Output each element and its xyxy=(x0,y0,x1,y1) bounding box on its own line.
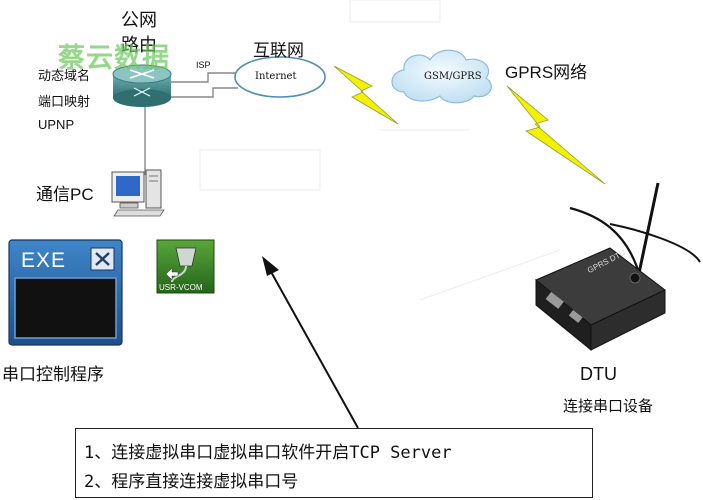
pc-icon xyxy=(111,169,165,217)
router-to-internet-line-2 xyxy=(170,87,238,98)
router-to-internet-line-1 xyxy=(170,72,236,83)
router-feature-upnp: UPNP xyxy=(38,117,75,132)
gprs-title: GPRS网络 xyxy=(505,63,588,82)
gsm-cloud-icon xyxy=(391,49,492,104)
lightning-icon-right xyxy=(506,85,606,185)
isp-label: ISP xyxy=(196,60,211,70)
router-feature-ddns: 动态域名 xyxy=(38,68,91,83)
connection-lines xyxy=(144,72,238,175)
router-icon xyxy=(112,64,172,107)
pc-title: 通信PC xyxy=(36,185,94,204)
internet-cloud-label: Internet xyxy=(255,71,297,82)
serial-app-title: 串口控制程序 xyxy=(2,365,104,384)
instruction-step-1: 1、连接虚拟串口虚拟串口软件开启TCP Server xyxy=(84,443,452,463)
lightning-icon-left xyxy=(333,65,399,125)
dtu-title: DTU xyxy=(580,364,617,384)
exe-icon-label: EXE xyxy=(21,249,67,272)
gsm-cloud-label: GSM/GPRS xyxy=(424,71,482,82)
watermark: 蔡云数据 xyxy=(58,43,170,74)
dtu-device-icon xyxy=(535,182,701,352)
instruction-step-2: 2、程序直接连接虚拟串口号 xyxy=(84,472,299,492)
vcom-icon xyxy=(156,239,215,294)
internet-title: 互联网 xyxy=(253,41,304,60)
dtu-subtitle: 连接串口设备 xyxy=(563,398,654,415)
exe-window-icon xyxy=(8,239,123,346)
instruction-box: 1、连接虚拟串口虚拟串口软件开启TCP Server 2、程序直接连接虚拟串口号 xyxy=(75,428,593,498)
background-decoration xyxy=(199,0,561,301)
router-title-line2: 路由 xyxy=(121,35,157,55)
router-title-line1: 公网 xyxy=(121,10,157,30)
vcom-icon-label: USR-VCOM xyxy=(159,283,203,292)
router-feature-port-mapping: 端口映射 xyxy=(38,94,91,109)
internet-cloud-icon xyxy=(234,56,326,98)
feedback-arrow xyxy=(262,256,359,429)
